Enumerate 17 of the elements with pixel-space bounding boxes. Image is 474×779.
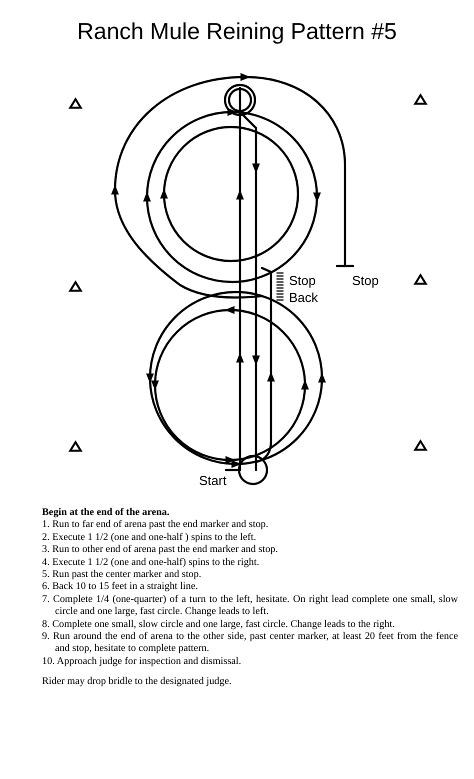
instruction-heading: Begin at the end of the arena. <box>42 507 170 520</box>
pattern-label: Start <box>199 473 226 488</box>
pattern-label: Back <box>289 290 318 305</box>
pattern-label: Stop <box>352 273 379 288</box>
instruction-step: 3. Run to other end of arena past the end marker and stop. <box>42 544 458 557</box>
instruction-step: 6. Back 10 to 15 feet in a straight line. <box>42 581 458 594</box>
instruction-step: 7. Complete 1/4 (one-quarter) of a turn to the left, hesitate. On right lead complete one small, slow circle and one large, fast circle. Change leads to left. <box>42 594 458 619</box>
instruction-step: 4. Execute 1 1/2 (one and one-half) spins to the right. <box>42 556 458 570</box>
instruction-step: 2. Execute 1 1/2 (one and one-half ) spins to the left. <box>42 532 458 544</box>
instruction-step: 10. Approach judge for inspection and dismissal. <box>42 656 458 668</box>
instruction-step: 5. Run past the center marker and stop. <box>42 569 458 582</box>
title: Ranch Mule Reining Pattern #5 <box>77 18 397 45</box>
pattern-label: Stop <box>289 273 316 288</box>
note-text: Rider may drop bridle to the designated judge. <box>42 676 233 689</box>
instruction-step: 8. Complete one small, slow circle and one large, fast circle. Change leads to the right. <box>42 618 458 632</box>
instruction-step: 9. Run around the end of arena to the other side, past center marker, at least 20 feet from the fence and stop, hesitate to complete pattern. <box>42 631 458 656</box>
instruction-step: 1. Run to far end of arena past the end marker and stop. <box>42 519 458 532</box>
